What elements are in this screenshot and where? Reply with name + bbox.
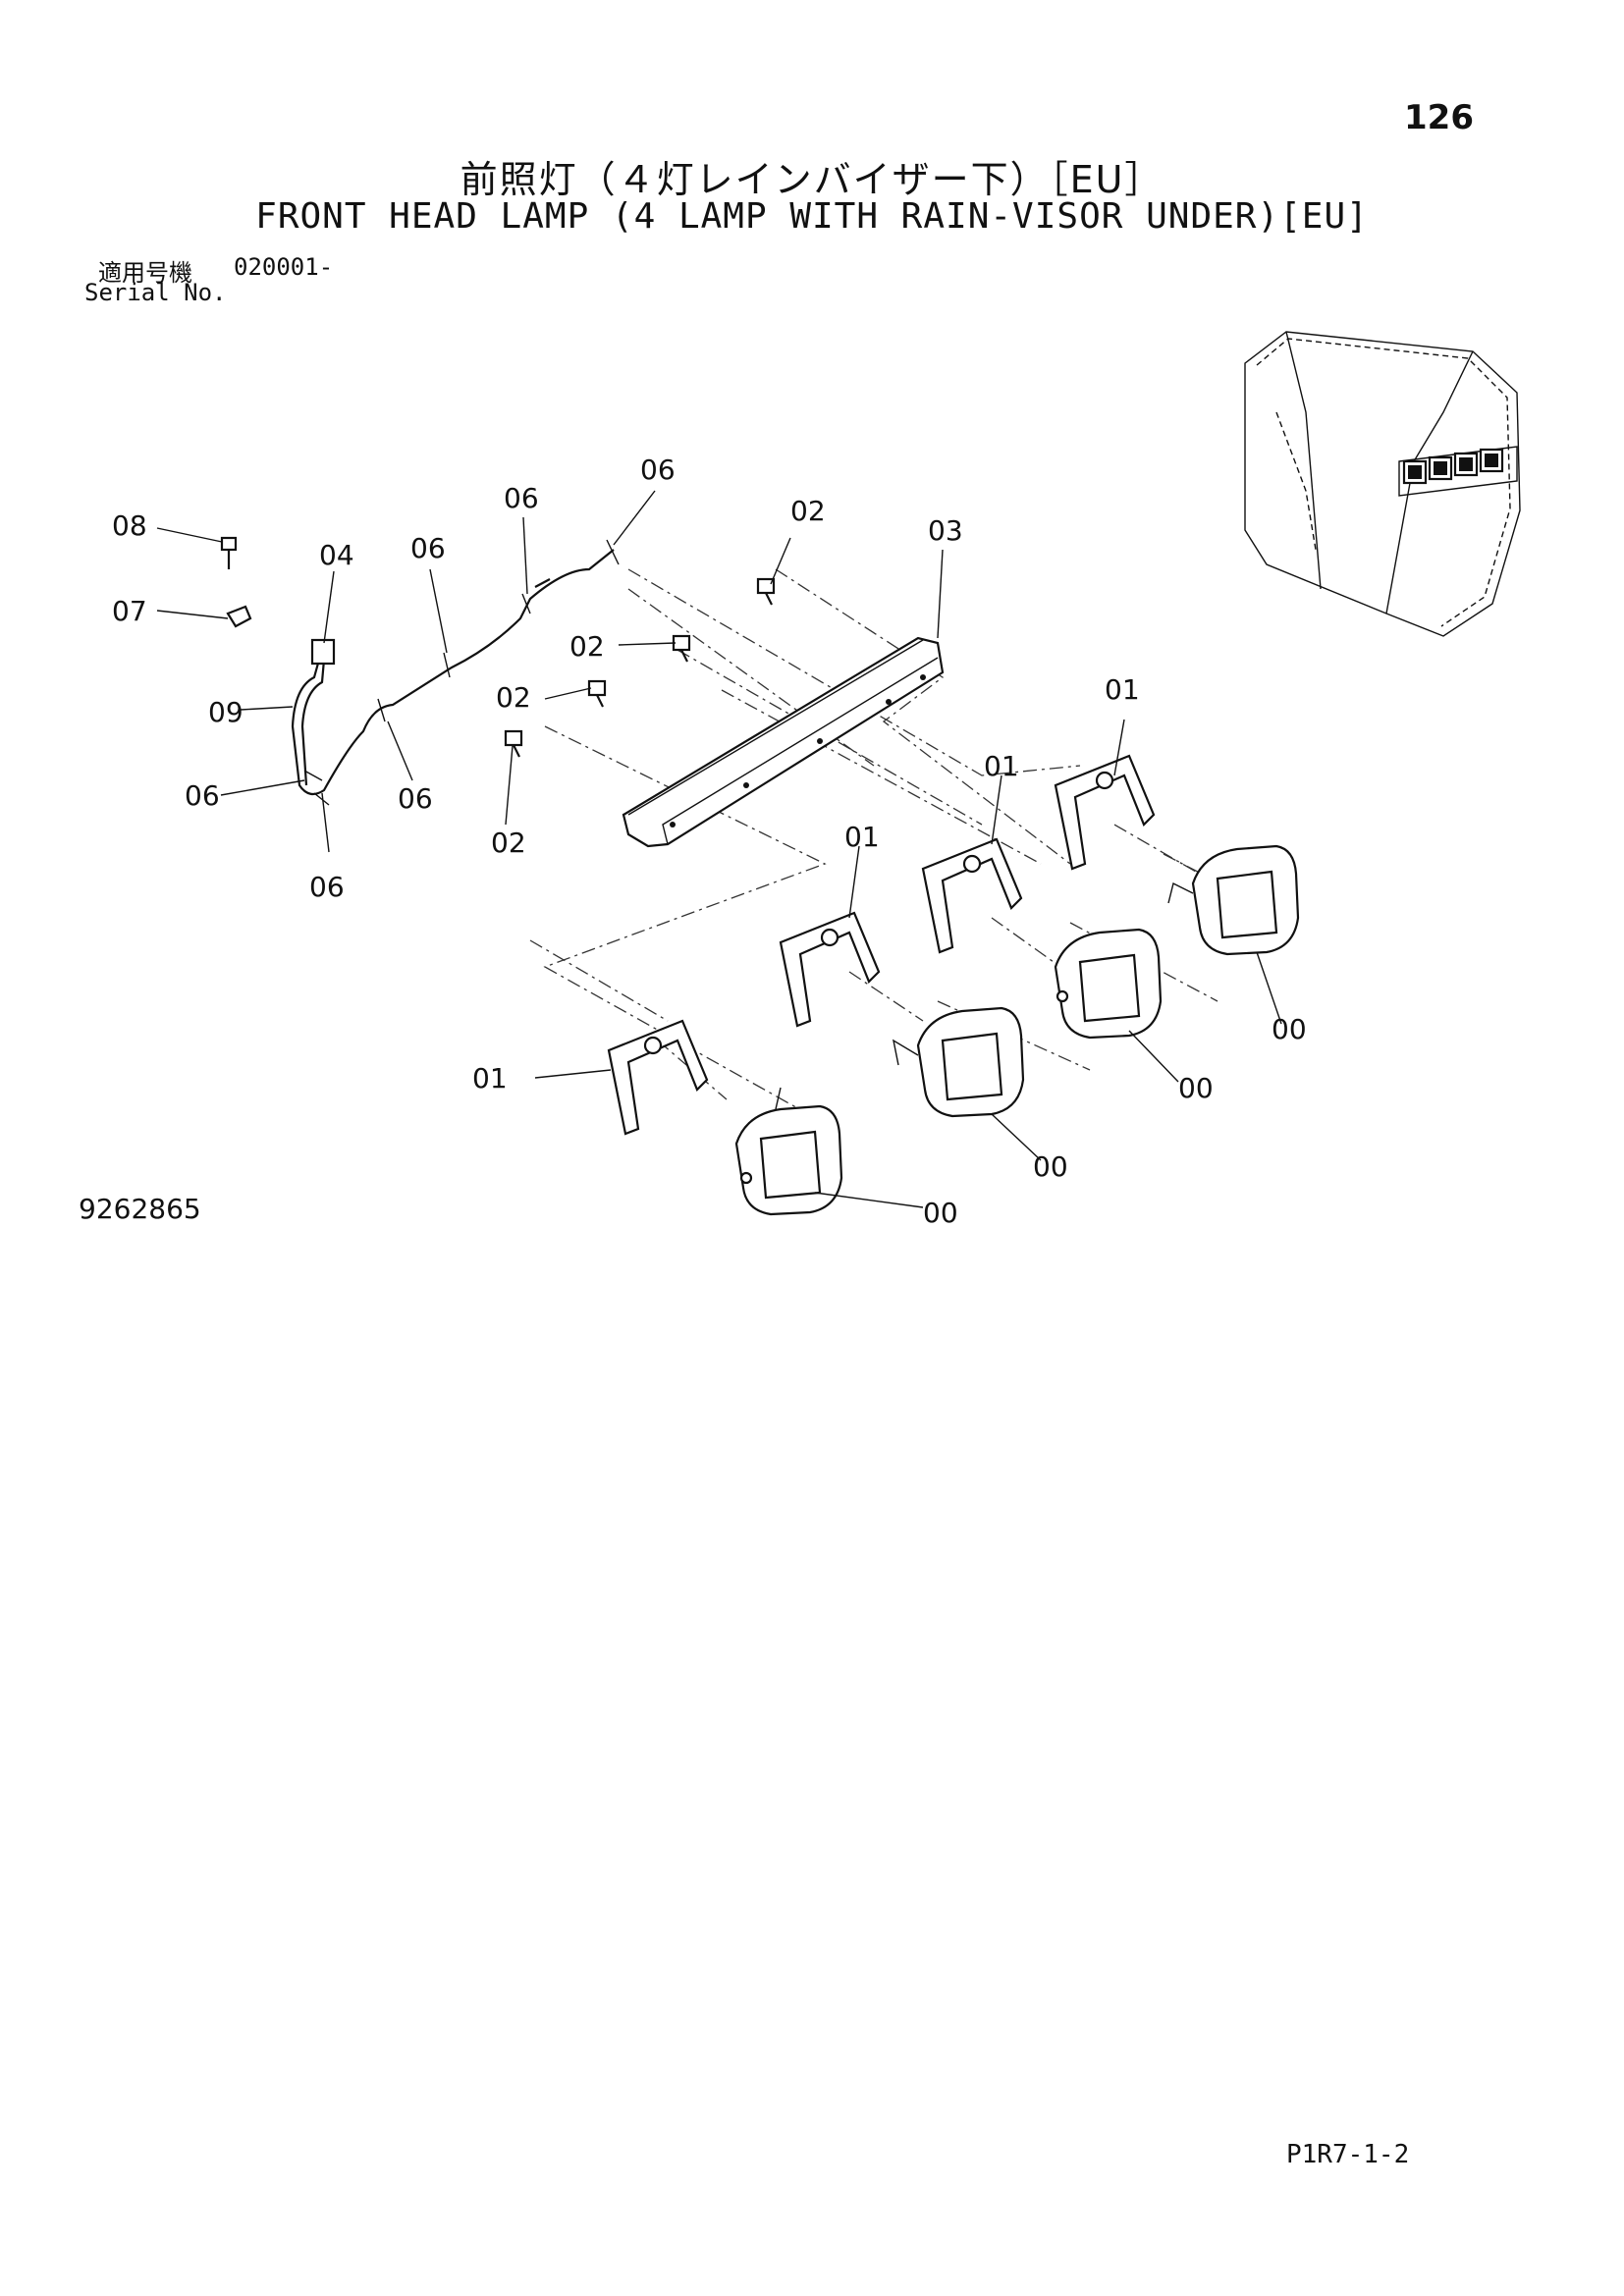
- callout-02: 02: [569, 630, 605, 663]
- wiring-harness-09: [291, 539, 620, 806]
- bolt-02-middle: [587, 679, 607, 708]
- bolt-02-upper: [672, 634, 691, 663]
- head-lamp-00-front-left: [734, 1087, 843, 1216]
- drawing-number: 9262865: [79, 1193, 201, 1225]
- callout-04: 04: [319, 539, 354, 571]
- page-title-english: FRONT HEAD LAMP (4 LAMP WITH RAIN-VISOR …: [255, 196, 1369, 237]
- callout-00: 00: [923, 1197, 958, 1229]
- callout-06: 06: [185, 779, 220, 812]
- serial-label-english: Serial No.: [84, 279, 227, 306]
- callout-00: 00: [1178, 1072, 1214, 1104]
- lamp-stay-01-middle-right: [921, 837, 1023, 954]
- callout-01: 01: [1105, 673, 1140, 706]
- callout-02: 02: [790, 495, 826, 527]
- callout-06: 06: [640, 454, 676, 486]
- callout-leaders: [156, 490, 1282, 1208]
- head-lamp-00-middle-left: [893, 1006, 1025, 1118]
- callout-06: 06: [504, 482, 539, 514]
- bolt-02-top: [756, 577, 776, 606]
- bolt-02-lower: [504, 729, 523, 758]
- callout-numbers: 01 01 01 01 00 00 00 00 02 02 02 02 03 0…: [112, 454, 1307, 1229]
- screw-08: [220, 536, 238, 569]
- head-lamp-00-middle-right: [1054, 928, 1163, 1040]
- cab-lamp-cluster: [1402, 448, 1504, 485]
- lamp-stay-01-rear-right: [1054, 754, 1156, 871]
- page-title-japanese: 前照灯（４灯レインバイザー下）［EU］: [460, 158, 1164, 201]
- terminal-07: [226, 605, 252, 628]
- callout-02: 02: [496, 681, 531, 714]
- callout-06: 06: [410, 532, 446, 564]
- cab-overview-illustration: [1244, 331, 1521, 637]
- callout-07: 07: [112, 595, 147, 627]
- callout-00: 00: [1272, 1013, 1307, 1045]
- callout-02: 02: [491, 827, 526, 859]
- mounting-bracket-03: [622, 636, 945, 848]
- callout-01: 01: [984, 750, 1019, 782]
- serial-label-japanese: 適用号機: [98, 259, 192, 287]
- callout-08: 08: [112, 509, 147, 542]
- callout-06: 06: [309, 871, 345, 903]
- callout-01: 01: [844, 821, 880, 853]
- serial-number-value: 020001-: [234, 253, 334, 281]
- lamp-stay-01-front-left: [607, 1019, 709, 1136]
- page-number: 126: [1404, 98, 1474, 137]
- head-lamp-00-rear-right: [1167, 844, 1300, 956]
- callout-00: 00: [1033, 1150, 1068, 1183]
- callout-09: 09: [208, 696, 244, 728]
- callout-03: 03: [928, 514, 963, 547]
- bolts-02: [504, 577, 776, 758]
- callout-06: 06: [398, 782, 433, 815]
- callout-01: 01: [472, 1062, 508, 1095]
- footer-code: P1R7-1-2: [1286, 2140, 1410, 2169]
- lamp-stay-01-middle-left: [779, 911, 881, 1028]
